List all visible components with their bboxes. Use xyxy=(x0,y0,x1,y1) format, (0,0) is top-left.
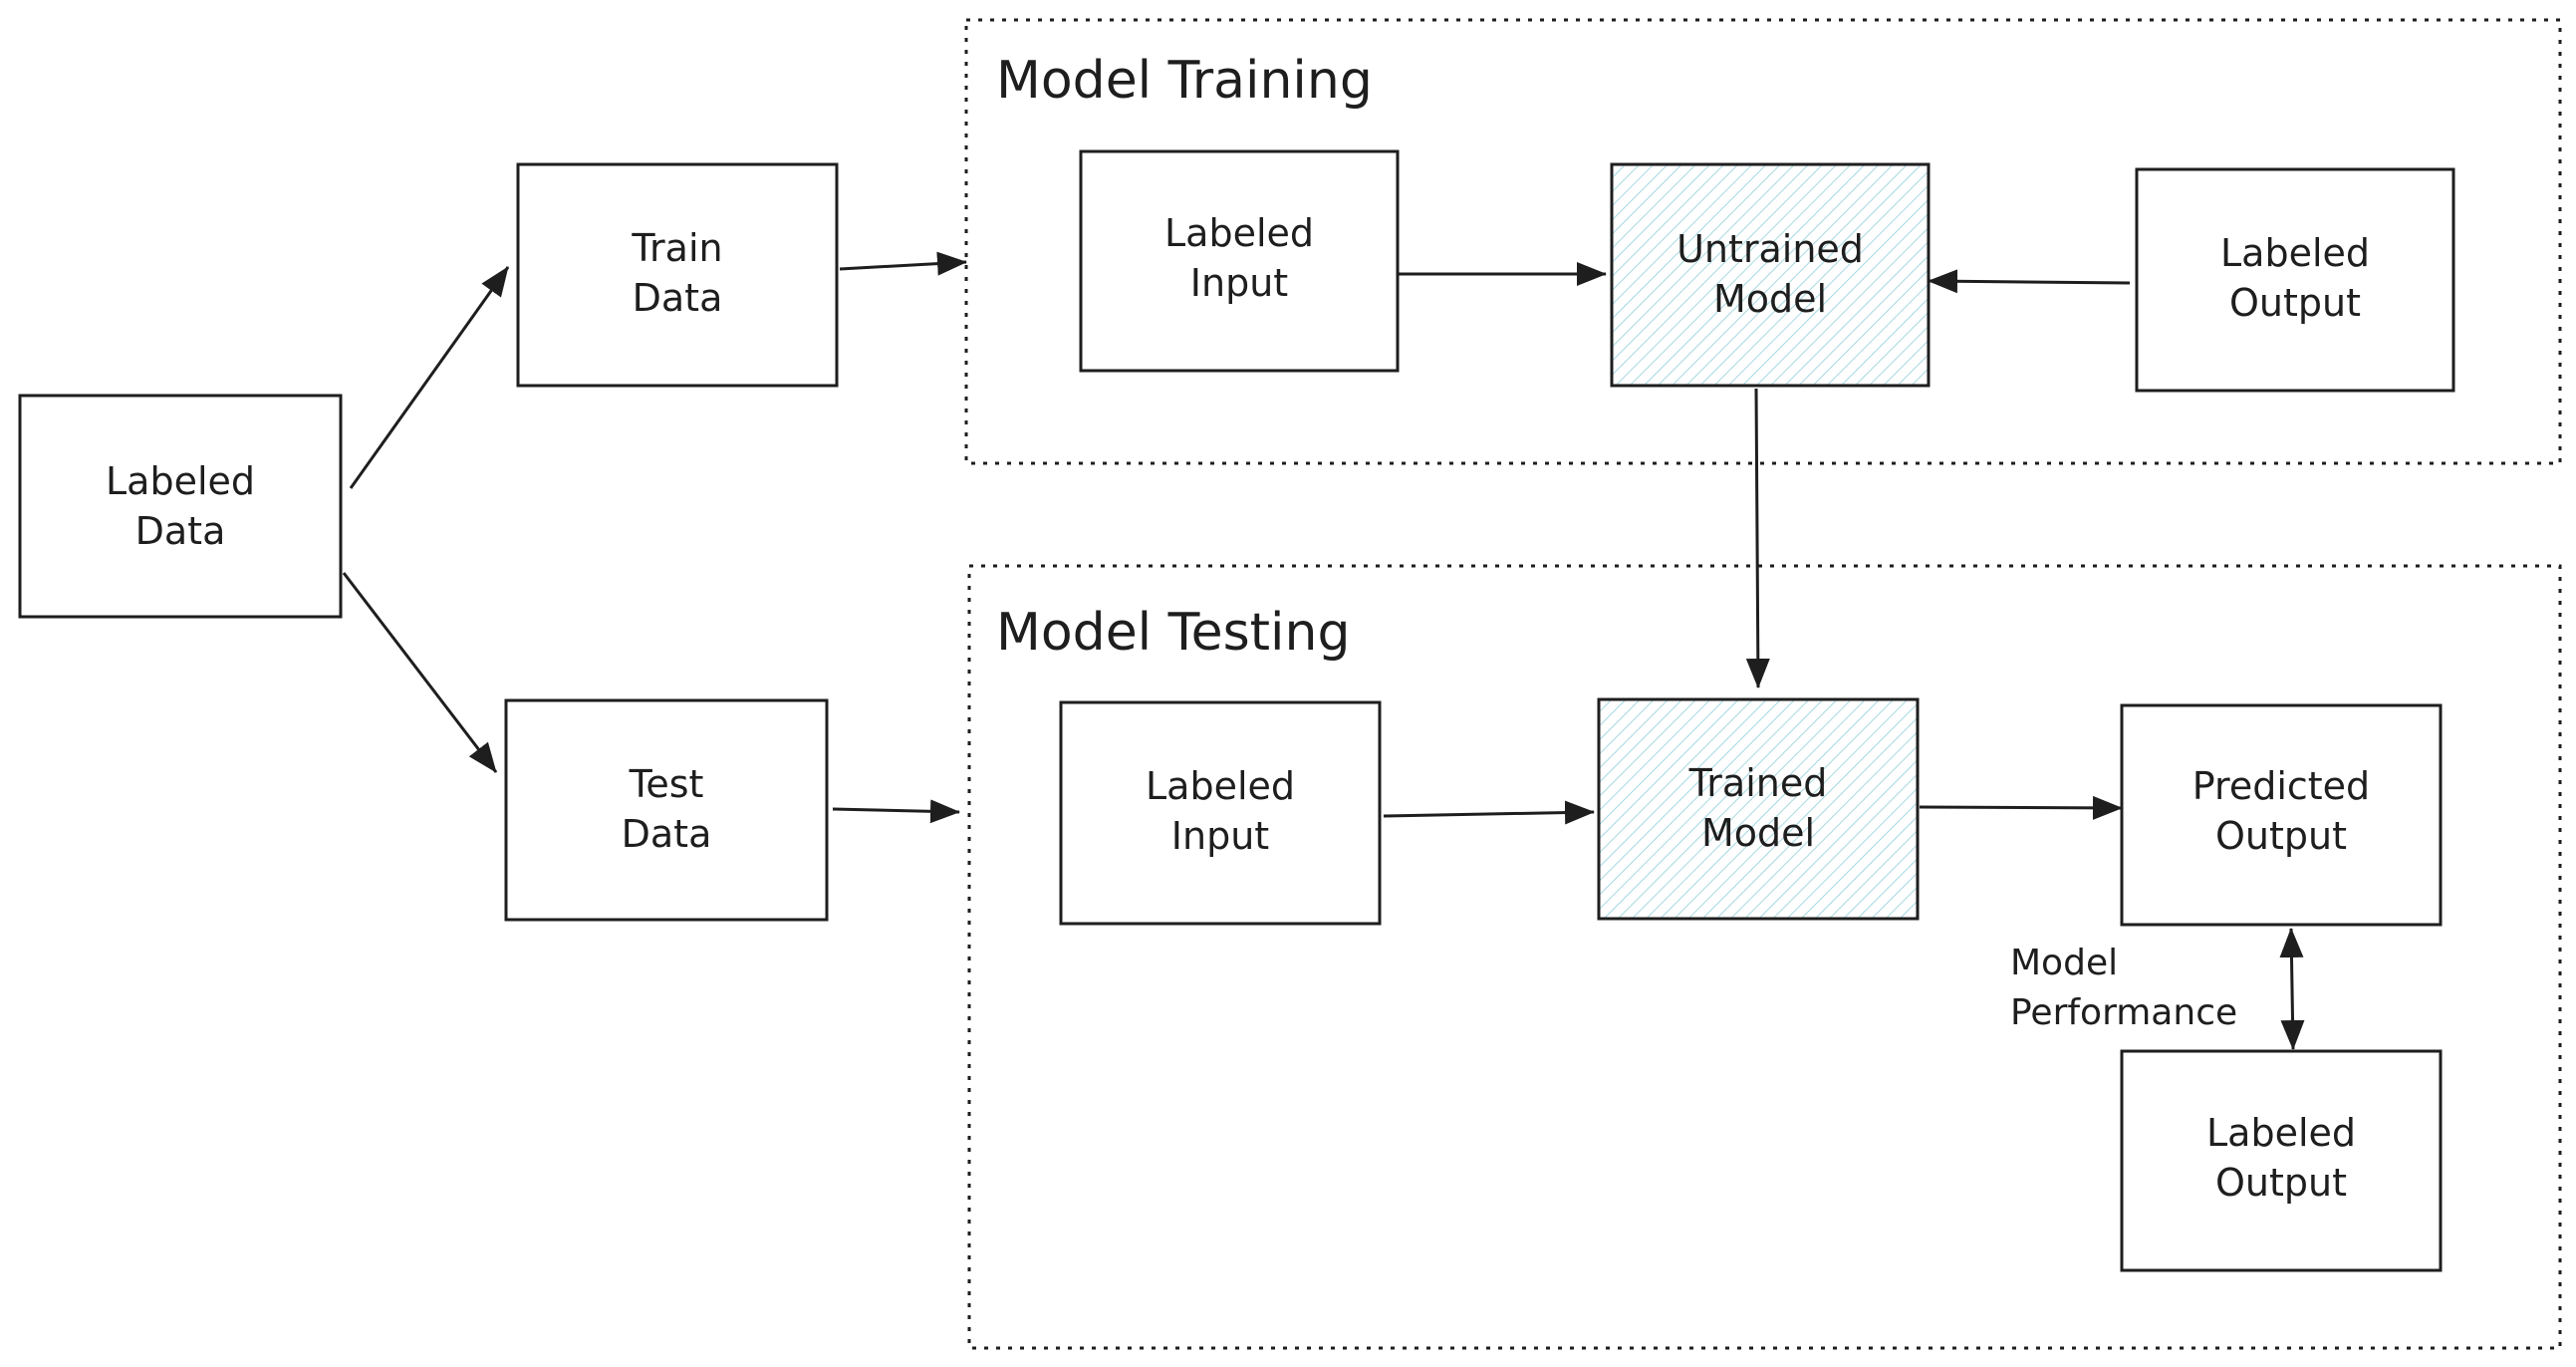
edges xyxy=(342,251,2305,1050)
model-testing-frame xyxy=(967,564,2562,1350)
node-label-line2: Input xyxy=(1171,814,1269,858)
node-untrained-model: Untrained Model xyxy=(1610,162,1931,388)
node-label-line2: Input xyxy=(1190,261,1288,305)
model-testing-title: Model Testing xyxy=(996,603,1350,663)
node-predicted-output: Predicted Output xyxy=(2120,703,2443,927)
node-label-line2: Output xyxy=(2229,281,2361,325)
node-trained-model: Trained Model xyxy=(1597,697,1920,921)
node-label-line2: Output xyxy=(2215,814,2347,858)
model-performance-label: Model Performance xyxy=(2010,943,2237,1033)
edge-labeled-to-train xyxy=(349,266,510,489)
node-label-line2: Model xyxy=(1713,277,1827,321)
edge-labeled-to-test xyxy=(342,572,498,773)
node-label-line1: Labeled xyxy=(106,459,255,503)
node-label-line1: Predicted xyxy=(2192,764,2370,808)
node-train-labeled-input: Labeled Input xyxy=(1079,149,1400,373)
node-test-data: Test Data xyxy=(504,698,829,922)
model-training-frame xyxy=(964,18,2562,465)
edge-label-line1: Model xyxy=(2010,943,2118,983)
node-label-line2: Output xyxy=(2215,1161,2347,1205)
node-label-line1: Labeled xyxy=(1164,211,1314,255)
node-label-line2: Data xyxy=(135,509,226,553)
edge-label-line2: Performance xyxy=(2010,992,2237,1033)
node-label-line2: Data xyxy=(622,812,712,856)
edge-test-to-testing xyxy=(832,799,960,824)
model-training-group: Model Training xyxy=(964,18,2562,465)
edge-output-to-untrained xyxy=(1928,269,2131,294)
edge-untrained-to-trained xyxy=(1745,388,1770,688)
node-label-line2: Data xyxy=(633,276,723,320)
node-label-line1: Labeled xyxy=(2220,231,2370,275)
edge-train-to-training xyxy=(839,251,967,276)
edge-model-performance xyxy=(2279,928,2305,1050)
node-label-line1: Test xyxy=(629,762,704,806)
edge-trained-to-predicted xyxy=(1919,795,2123,820)
node-label-line1: Untrained xyxy=(1676,227,1864,271)
node-label-line1: Trained xyxy=(1688,761,1828,805)
node-test-labeled-output: Labeled Output xyxy=(2120,1049,2443,1272)
model-training-title: Model Training xyxy=(996,51,1373,111)
node-test-labeled-input: Labeled Input xyxy=(1059,700,1382,926)
edge-input-to-trained xyxy=(1383,800,1595,825)
node-train-labeled-output: Labeled Output xyxy=(2135,167,2455,393)
node-label-line1: Labeled xyxy=(1146,764,1295,808)
node-label-line1: Train xyxy=(631,226,722,270)
model-testing-group: Model Testing xyxy=(967,564,2562,1350)
node-label-line1: Labeled xyxy=(2206,1111,2356,1155)
node-train-data: Train Data xyxy=(516,162,839,388)
node-label-line2: Model xyxy=(1701,811,1815,855)
node-labeled-data: Labeled Data xyxy=(18,394,343,619)
